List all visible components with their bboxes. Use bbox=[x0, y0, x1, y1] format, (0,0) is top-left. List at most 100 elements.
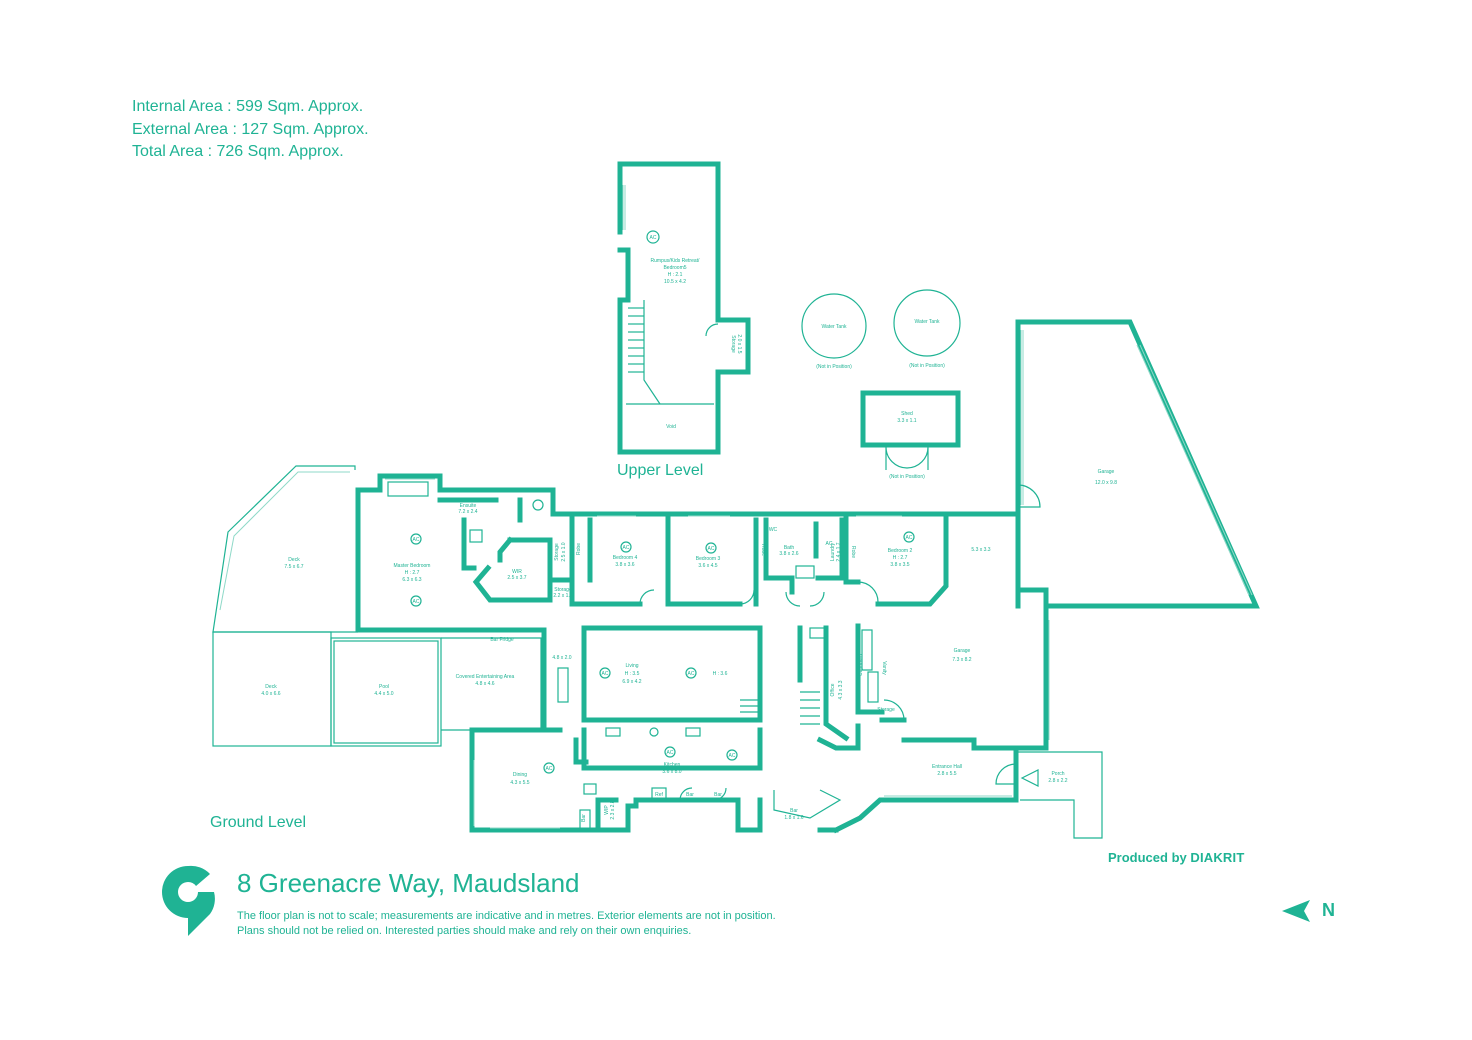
water-tank-2-label: Water Tank bbox=[914, 319, 940, 325]
living-ac1-label: AC bbox=[602, 671, 609, 677]
disclaimer: The floor plan is not to scale; measurem… bbox=[237, 909, 776, 939]
laundry-label: Laundry bbox=[830, 542, 836, 561]
kitchen-ac1-label: AC bbox=[667, 750, 674, 756]
void-label: Void bbox=[666, 424, 676, 430]
bed3-label: Bedroom 3 bbox=[696, 556, 721, 562]
water-tank-1 bbox=[801, 293, 867, 359]
robe-1-label: Robe bbox=[576, 543, 582, 555]
retreat-name-label: Rumpus/Kids Retreat/ bbox=[651, 258, 701, 264]
external-area-text: External Area : 127 Sqm. Approx. bbox=[132, 120, 369, 138]
property-address: 8 Greenacre Way, Maudsland bbox=[237, 868, 580, 898]
area-summary: Internal Area : 599 Sqm. Approx. Externa… bbox=[132, 96, 369, 164]
bed4-label: Bedroom 4 bbox=[613, 555, 638, 561]
north-arrow-icon: N bbox=[1282, 900, 1335, 922]
entrance-label: Entrance Hall bbox=[932, 764, 962, 770]
produced-prefix: Produced by bbox=[1108, 850, 1191, 865]
ref-label: Ref bbox=[655, 792, 663, 798]
living-room bbox=[581, 625, 763, 723]
storage-2-dims: 2.2 x 1.0 bbox=[553, 593, 572, 599]
master-ac1-label: AC bbox=[413, 537, 420, 543]
pool-inner bbox=[333, 640, 439, 744]
dining-dims: 4.3 x 5.5 bbox=[510, 780, 529, 786]
ground-level-plan: Deck 7.5 x 6.7 AC AC Master Bedroom H : … bbox=[210, 465, 1103, 839]
deck-2-dims: 4.0 x 6.6 bbox=[261, 691, 280, 697]
wip-dims: 2.3 x 2.8 bbox=[610, 800, 616, 819]
shed-label: Shed bbox=[901, 411, 913, 417]
shed-dims: 3.3 x 1.1 bbox=[897, 418, 916, 424]
shed-note: (Not in Position) bbox=[889, 474, 925, 480]
master-dims: 6.3 x 6.3 bbox=[402, 577, 421, 583]
disclaimer-line-2: Plans should not be relied on. Intereste… bbox=[237, 925, 692, 937]
storage-1-dims: 2.5 x 1.0 bbox=[561, 542, 567, 561]
garage-1-label: Garage bbox=[1098, 469, 1115, 475]
bed3-ac-label: AC bbox=[708, 546, 715, 552]
vanity-label: Vanity bbox=[881, 661, 887, 675]
bath-label: Bath bbox=[784, 545, 795, 551]
robe-2-label: Robe bbox=[760, 544, 766, 556]
living-label: Living bbox=[625, 663, 638, 669]
upper-level-title: Upper Level bbox=[617, 462, 703, 479]
deck-1-label: Deck bbox=[288, 557, 300, 563]
ensuite-label: Ensuite bbox=[460, 503, 477, 509]
upper-level-plan: AC Rumpus/Kids Retreat/ Bedroom5 H : 2.1… bbox=[617, 161, 751, 479]
storage-2-label: Storage bbox=[554, 587, 572, 593]
living-ac2-label: AC bbox=[688, 671, 695, 677]
bar-2-label: Bar bbox=[686, 792, 694, 798]
bar-4-label: Bar bbox=[790, 808, 798, 814]
ac-hall-label: AC bbox=[826, 541, 833, 547]
bath-dims: 3.8 x 2.6 bbox=[779, 551, 798, 557]
garage-2-dims: 7.3 x 8.2 bbox=[952, 657, 971, 663]
wip-label: WIP bbox=[604, 805, 610, 815]
bed2-ac-label: AC bbox=[906, 535, 913, 541]
wc-label: WC bbox=[769, 527, 778, 533]
kitchen-dims: 3.6 x 8.0 bbox=[662, 769, 681, 775]
living-height-2: H : 3.6 bbox=[713, 671, 728, 677]
bar-3-label: Bar bbox=[714, 792, 722, 798]
cupboard-label: Cupboard bbox=[858, 654, 864, 676]
storage-upper-label: Storage bbox=[730, 335, 736, 353]
water-tank-2 bbox=[893, 289, 961, 357]
right-room-dims: 5.3 x 3.3 bbox=[971, 547, 990, 553]
bar-fridge-label: Bar Fridge bbox=[490, 637, 514, 643]
deck-2-label: Deck bbox=[265, 684, 277, 690]
retreat-height-label: H : 2.1 bbox=[668, 272, 683, 278]
kitchen-label: Kitchen bbox=[664, 762, 681, 768]
covered-dims: 4.8 x 4.6 bbox=[475, 681, 494, 687]
bed2-height: H : 2.7 bbox=[893, 555, 908, 561]
produced-brand: DIAKRIT bbox=[1190, 850, 1245, 865]
bed2-dims: 3.8 x 3.5 bbox=[890, 562, 909, 568]
bed4-ac-label: AC bbox=[623, 545, 630, 551]
porch-dims: 2.8 x 2.2 bbox=[1048, 778, 1067, 784]
diakrit-logo-icon bbox=[162, 865, 215, 936]
garage-2-label: Garage bbox=[954, 648, 971, 654]
dining-ac-label: AC bbox=[546, 766, 553, 772]
pool-label: Pool bbox=[379, 684, 389, 690]
gallery-dims: 4.8 x 2.0 bbox=[552, 655, 571, 661]
water-tank-2-note: (Not in Position) bbox=[909, 363, 945, 369]
outbuildings: Water Tank (Not in Position) Water Tank … bbox=[801, 289, 961, 480]
entrance-dims: 2.8 x 5.5 bbox=[937, 771, 956, 777]
storage-1-label: Storage bbox=[554, 543, 560, 561]
master-ac2-label: AC bbox=[413, 599, 420, 605]
bar-1-label: Bar bbox=[581, 814, 587, 822]
kitchen-ac2-label: AC bbox=[729, 753, 736, 759]
ensuite-dims: 7.2 x 2.4 bbox=[458, 509, 477, 515]
bed3-dims: 3.6 x 4.5 bbox=[698, 563, 717, 569]
internal-area-text: Internal Area : 599 Sqm. Approx. bbox=[132, 98, 364, 115]
wir-1-label: WIR bbox=[512, 569, 522, 575]
total-area-text: Total Area : 726 Sqm. Approx. bbox=[132, 143, 344, 160]
porch-label: Porch bbox=[1051, 771, 1064, 777]
storage-3-label: Storage bbox=[877, 707, 895, 713]
dining-label: Dining bbox=[513, 772, 527, 778]
retreat-dims-label: 10.5 x 4.2 bbox=[664, 279, 686, 285]
robe-3-label: Robe bbox=[850, 546, 856, 558]
covered-label: Covered Entertaining Area bbox=[456, 674, 515, 680]
office-label: Office bbox=[830, 683, 836, 696]
entry-arrow-icon bbox=[1020, 769, 1039, 787]
pool-dims: 4.4 x 5.0 bbox=[374, 691, 393, 697]
garage-1-dims: 12.0 x 9.8 bbox=[1095, 480, 1117, 486]
storage-upper-dims: 2.0 x 1.5 bbox=[736, 334, 742, 353]
living-height: H : 3.5 bbox=[625, 671, 640, 677]
living-dims: 6.9 x 4.2 bbox=[622, 679, 641, 685]
